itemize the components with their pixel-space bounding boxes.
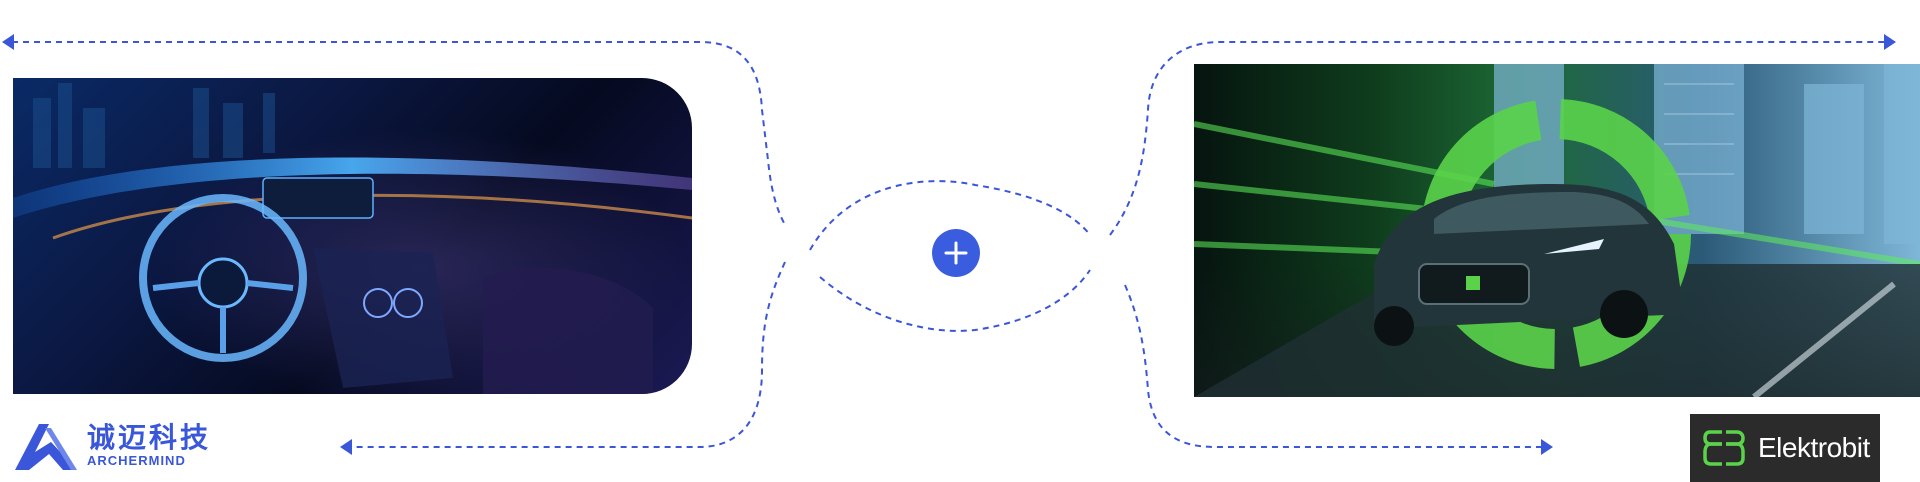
center-upper-arc bbox=[809, 180, 1091, 251]
elektrobit-logo: Elektrobit bbox=[1690, 414, 1880, 482]
company-name-cn: 诚迈科技 bbox=[87, 422, 212, 453]
archermind-logo: 诚迈科技 ARCHERMIND bbox=[13, 418, 223, 474]
center-lower-arc bbox=[819, 269, 1091, 332]
arrow-left-top bbox=[2, 34, 14, 50]
company-name-en: ARCHERMIND bbox=[87, 453, 186, 468]
car-interior-image bbox=[13, 78, 692, 394]
plus-icon bbox=[944, 241, 968, 265]
electric-car-image bbox=[1194, 64, 1920, 397]
bottom-left-connector bbox=[345, 261, 786, 448]
bottom-right-connector bbox=[1124, 284, 1545, 448]
top-right-connector bbox=[1109, 41, 1888, 236]
plus-button bbox=[932, 229, 980, 277]
elektrobit-logo-icon bbox=[1703, 430, 1745, 466]
top-left-connector bbox=[12, 41, 786, 226]
company-name-elektrobit: Elektrobit bbox=[1758, 432, 1870, 463]
arrow-left-bottom bbox=[340, 439, 352, 455]
arrow-right-bottom bbox=[1541, 439, 1553, 455]
archermind-logo-icon bbox=[15, 424, 77, 470]
arrow-right-top bbox=[1884, 34, 1896, 50]
